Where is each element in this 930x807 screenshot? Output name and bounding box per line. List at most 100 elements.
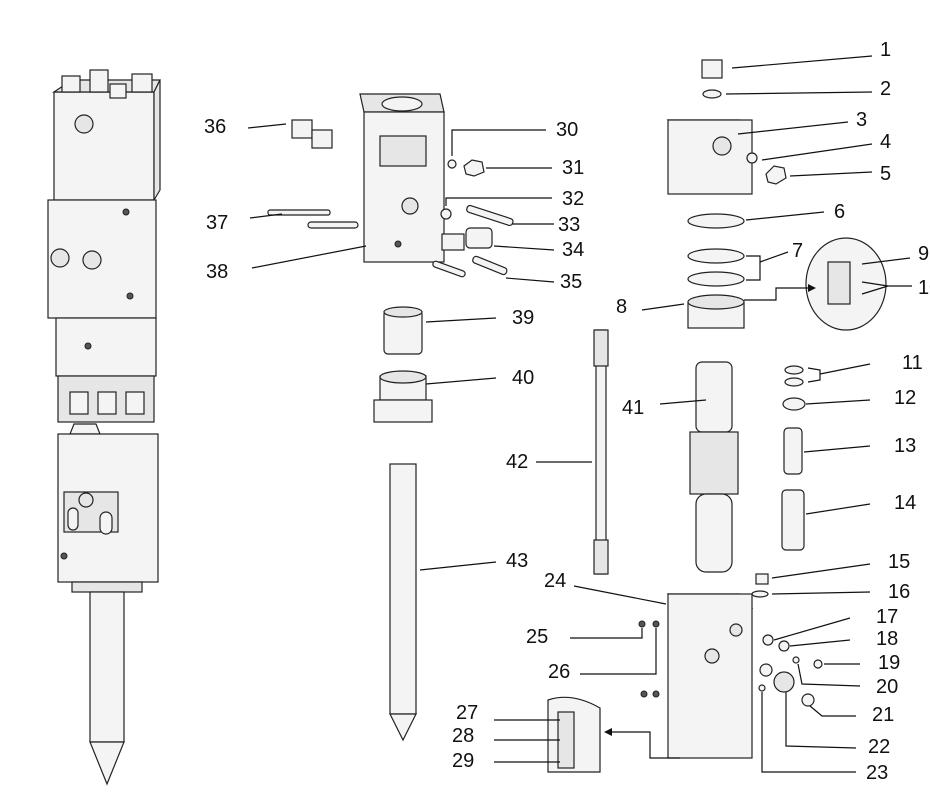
callout-18: 18 (876, 628, 898, 650)
washer (702, 89, 722, 99)
detail-hatch (827, 261, 851, 305)
piston-collar (689, 431, 739, 495)
front-head-window (379, 135, 427, 167)
callout-23: 23 (866, 762, 888, 784)
o-ring (792, 656, 800, 664)
front-head-exploded (267, 93, 514, 278)
callout-15: 15 (888, 551, 910, 573)
callout-17: 17 (876, 606, 898, 628)
leader-lines (247, 55, 912, 773)
callout-19: 19 (878, 652, 900, 674)
callout-33: 33 (558, 214, 580, 236)
outer-bushing-flange (373, 399, 433, 423)
front-head-port (401, 197, 419, 215)
bolt (652, 620, 660, 628)
leader-30 (451, 129, 546, 156)
callout-16: 16 (888, 581, 910, 603)
callout-13: 13 (894, 435, 916, 457)
bolt (84, 342, 92, 350)
seal-ring (687, 213, 745, 229)
bolt (60, 552, 68, 560)
leader-11-bracket (807, 367, 821, 383)
top-block (53, 91, 155, 201)
callout-21: 21 (872, 704, 894, 726)
bushings-and-chisel (373, 306, 433, 742)
small-plug (440, 208, 452, 220)
valve-plug (773, 671, 795, 693)
piston-and-bolt (593, 329, 739, 575)
inner-bushing-top (383, 306, 423, 318)
leader-10b (861, 285, 889, 295)
head-slot (67, 507, 79, 531)
leader-13 (803, 445, 871, 453)
leader-41 (659, 399, 707, 405)
chisel-shaft (89, 591, 125, 743)
leader-36 (247, 123, 287, 129)
plug (765, 165, 787, 185)
callout-labels: 1 2 3 4 5 6 7 8 9 10 11 12 13 14 15 16 1… (204, 39, 930, 784)
head-port (78, 492, 94, 508)
callout-28: 28 (452, 725, 474, 747)
top-port (74, 114, 94, 134)
callout-20: 20 (876, 676, 898, 698)
piston-lower (695, 493, 733, 573)
small-plug (755, 573, 769, 585)
leader-4 (761, 143, 873, 161)
front-head-body (363, 111, 445, 263)
callout-24: 24 (544, 570, 566, 592)
leader-1 (731, 55, 873, 69)
cylinder-block (667, 593, 753, 759)
plug (813, 659, 823, 669)
pin (432, 260, 466, 278)
leader-22 (785, 692, 857, 749)
clamp-slot (97, 391, 117, 415)
leader-3 (737, 121, 849, 135)
leader-39 (425, 317, 497, 323)
clamp-slot (69, 391, 89, 415)
callout-26: 26 (548, 661, 570, 683)
through-bolt (595, 329, 607, 575)
leader-35 (505, 277, 555, 283)
piston-upper (695, 361, 733, 433)
side-valve (82, 250, 102, 270)
detail-hatch (557, 711, 575, 769)
leader-detail-b (612, 731, 680, 759)
through-bolt-thread (593, 329, 609, 367)
leader-8 (641, 303, 685, 311)
o-ring (746, 152, 758, 164)
cap (801, 693, 815, 707)
leader-5 (789, 171, 873, 177)
chisel-body (389, 463, 417, 715)
leader-14 (805, 503, 871, 515)
plug (701, 59, 723, 79)
leader-26 (580, 628, 657, 675)
cylinder-body-exploded (547, 593, 823, 773)
bolt (394, 240, 402, 248)
leader-16 (771, 591, 871, 595)
plug (463, 159, 485, 177)
callout-39: 39 (512, 307, 534, 329)
callout-31: 31 (562, 157, 584, 179)
chuck-ring (71, 581, 143, 593)
valve-sleeve (781, 489, 805, 551)
top-fitting (61, 75, 81, 93)
callout-14: 14 (894, 492, 916, 514)
leader-25 (570, 628, 643, 639)
leader-12 (805, 399, 871, 405)
bolt (638, 620, 646, 628)
callout-42: 42 (506, 451, 528, 473)
callout-3: 3 (856, 109, 867, 131)
callout-4: 4 (880, 131, 891, 153)
nut (69, 423, 101, 435)
callout-35: 35 (560, 271, 582, 293)
callout-5: 5 (880, 163, 891, 185)
head-slot (99, 511, 113, 535)
leader-2 (725, 91, 873, 95)
callout-37: 37 (206, 212, 228, 234)
callout-9: 9 (918, 243, 929, 265)
small-plug (758, 684, 766, 692)
through-bolt-thread (593, 539, 609, 575)
top-fitting (131, 73, 153, 93)
leader-24 (573, 585, 667, 605)
